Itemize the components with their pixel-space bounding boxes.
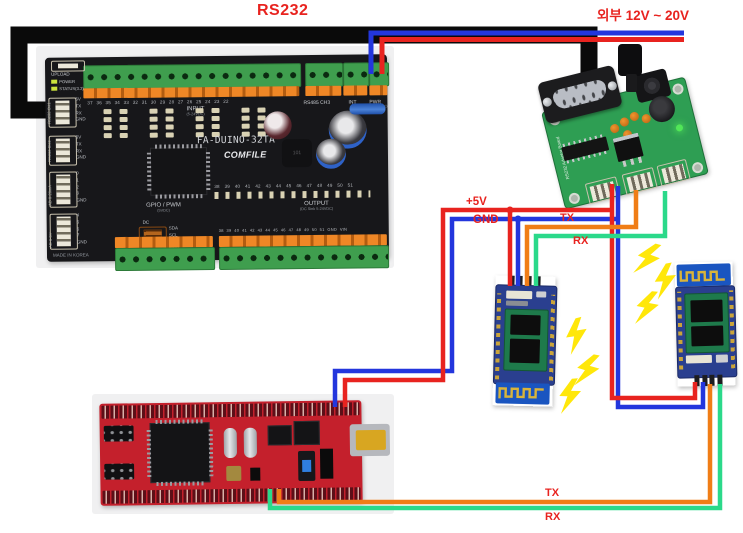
label-tx-adapter: TX (560, 212, 575, 224)
rs232-cable (10, 26, 598, 119)
wire-rx-adapter (533, 191, 668, 286)
lightning-bolt-icon (566, 316, 587, 355)
bluetooth-module-2 (674, 261, 738, 387)
label-5v: +5V (466, 196, 487, 208)
wire-tx-adapter (524, 190, 639, 286)
wire-power-blue (368, 30, 684, 74)
dc-plug-tip (626, 74, 637, 92)
label-rx-adapter: RX (573, 235, 589, 247)
junction-gnd (514, 215, 522, 223)
wire-rx-mcu (267, 384, 723, 511)
wire-5v (342, 184, 698, 407)
wire-power-red (379, 37, 684, 74)
wire-tx-mcu (276, 384, 713, 505)
lightning-bolt-icon (559, 378, 582, 414)
bluetooth-module-1 (492, 275, 558, 407)
bt2-antenna (676, 263, 731, 287)
wireless-bolts-bt2 (633, 243, 676, 324)
label-external-power: 외부 12V ~ 20V (597, 8, 690, 23)
lightning-bolt-icon (635, 291, 659, 324)
label-gnd: GND (473, 214, 499, 226)
bt1-antenna (495, 382, 550, 405)
wire-gnd (332, 186, 706, 410)
label-rx-mcu: RX (545, 511, 561, 523)
junction-5v (506, 206, 514, 214)
label-rs232: RS232 (257, 2, 309, 19)
lightning-bolt-icon (654, 262, 676, 300)
lightning-bolt-icon (574, 354, 600, 386)
lightning-bolt-icon (633, 243, 662, 273)
dc-plug (618, 44, 642, 76)
label-tx-mcu: TX (545, 487, 560, 499)
wireless-bolts-bt1 (559, 316, 600, 414)
